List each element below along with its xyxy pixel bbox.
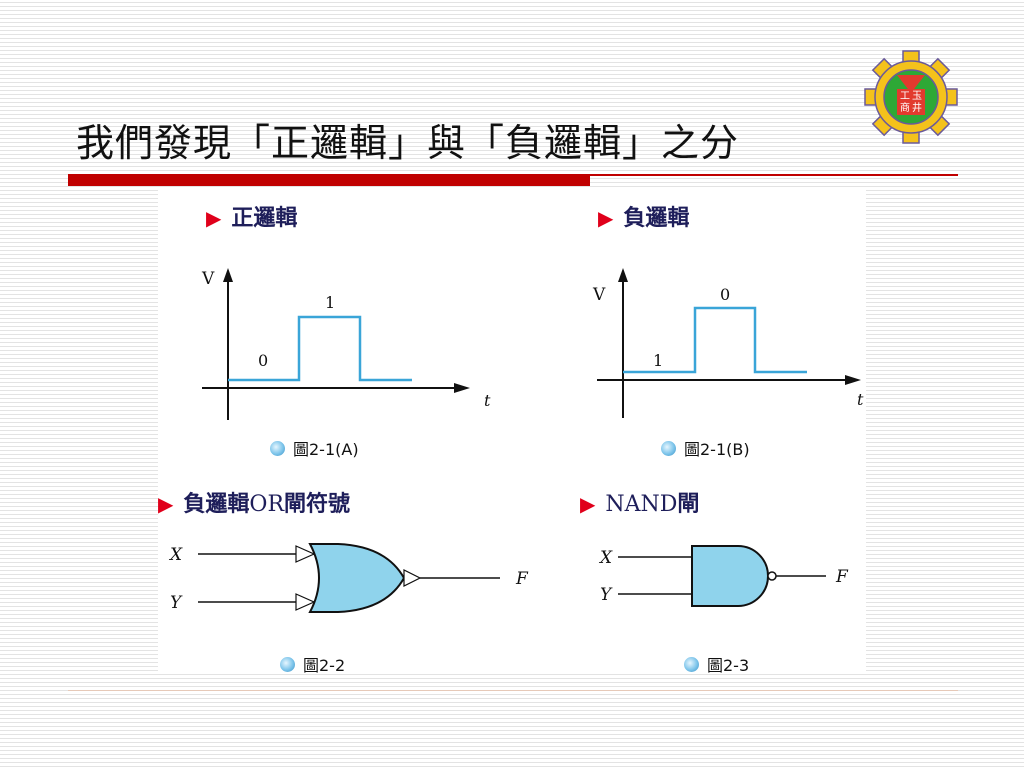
positive-logic-heading: ▶ 正邏輯 bbox=[206, 200, 297, 232]
t-axis-arrow-icon bbox=[845, 375, 861, 385]
school-logo-icon: 工 玉 商 井 bbox=[864, 50, 958, 144]
output-label: F bbox=[515, 569, 529, 589]
caption-text: 圖2-1(B) bbox=[684, 440, 750, 459]
figure-caption-2-1b: 圖2-1(B) bbox=[661, 436, 750, 460]
figure-caption-2-1a: 圖2-1(A) bbox=[270, 436, 359, 460]
caption-text: 圖2-2 bbox=[303, 656, 346, 675]
input-y-label: Y bbox=[600, 585, 613, 605]
positive-logic-waveform: V t 0 1 bbox=[201, 268, 491, 420]
input-y-bubble-icon bbox=[295, 593, 316, 611]
figure-panel: ▶ 正邏輯 ▶ 負邏輯 V t 0 1 V t 1 0 圖2-1(A) 圖2-1(B… bbox=[158, 190, 866, 675]
negative-or-heading-part1: 負邏輯 bbox=[183, 492, 250, 517]
or-gate-body bbox=[308, 543, 406, 613]
caption-bullet-icon bbox=[661, 440, 676, 456]
v-axis-label: V bbox=[201, 269, 215, 289]
output-label: F bbox=[835, 567, 849, 587]
high-level-label: 1 bbox=[325, 293, 335, 312]
v-axis-arrow-icon bbox=[223, 268, 233, 282]
slide-title: 我們發現「正邏輯」與「負邏輯」之分 bbox=[76, 121, 740, 165]
nand-heading: ▶ NAND閘 bbox=[580, 486, 699, 518]
t-axis-label: t bbox=[484, 391, 491, 410]
bullet-triangle-icon: ▶ bbox=[580, 492, 596, 516]
negative-logic-waveform: V t 1 0 bbox=[592, 268, 864, 418]
nand-gate-diagram: X Y F bbox=[598, 545, 849, 607]
input-x-bubble-icon bbox=[295, 545, 316, 563]
title-underline-thin bbox=[590, 174, 958, 176]
high-level-label: 0 bbox=[720, 285, 730, 304]
nand-heading-part1: NAND bbox=[605, 492, 678, 517]
logo-char-br: 井 bbox=[912, 101, 922, 114]
bullet-triangle-icon: ▶ bbox=[206, 206, 222, 230]
positive-logic-heading-text: 正邏輯 bbox=[231, 206, 298, 231]
caption-text: 圖2-3 bbox=[707, 656, 750, 675]
negative-logic-heading: ▶ 負邏輯 bbox=[598, 200, 689, 232]
v-axis-label: V bbox=[592, 285, 606, 305]
figure-caption-2-2: 圖2-2 bbox=[280, 652, 345, 676]
bullet-triangle-icon: ▶ bbox=[158, 492, 174, 516]
title-underline-thick bbox=[68, 174, 590, 186]
negative-or-gate-diagram: X Y F bbox=[168, 543, 529, 613]
pulse-line bbox=[228, 315, 412, 382]
negative-or-heading: ▶ 負邏輯OR閘符號 bbox=[158, 486, 350, 518]
low-level-label: 0 bbox=[258, 351, 268, 370]
nand-gate-body bbox=[691, 545, 769, 607]
title-underline bbox=[68, 174, 958, 186]
input-x-label: X bbox=[598, 548, 613, 568]
caption-bullet-icon bbox=[684, 656, 699, 672]
nand-heading-part2: 閘 bbox=[677, 492, 700, 517]
caption-bullet-icon bbox=[280, 656, 295, 672]
pulse-line bbox=[623, 306, 807, 374]
t-axis-arrow-icon bbox=[454, 383, 470, 393]
bullet-triangle-icon: ▶ bbox=[598, 206, 614, 230]
negative-or-heading-part3: 閘符號 bbox=[284, 492, 351, 517]
caption-text: 圖2-1(A) bbox=[293, 440, 359, 459]
footer-divider bbox=[68, 690, 958, 691]
logo-char-top: 工 bbox=[900, 91, 910, 102]
caption-bullet-icon bbox=[270, 440, 285, 456]
low-level-label: 1 bbox=[653, 351, 663, 370]
figure-caption-2-3: 圖2-3 bbox=[684, 652, 749, 676]
v-axis-arrow-icon bbox=[618, 268, 628, 282]
negative-logic-heading-text: 負邏輯 bbox=[623, 206, 690, 231]
nand-output-bubble-icon bbox=[767, 571, 777, 581]
t-axis-label: t bbox=[857, 390, 864, 409]
negative-or-heading-part2: OR bbox=[249, 492, 285, 517]
logo-char-right: 玉 bbox=[912, 91, 922, 102]
input-y-label: Y bbox=[170, 593, 183, 613]
input-x-label: X bbox=[168, 545, 183, 565]
logo-char-bottom: 商 bbox=[900, 101, 910, 114]
output-bubble-icon bbox=[403, 569, 422, 587]
